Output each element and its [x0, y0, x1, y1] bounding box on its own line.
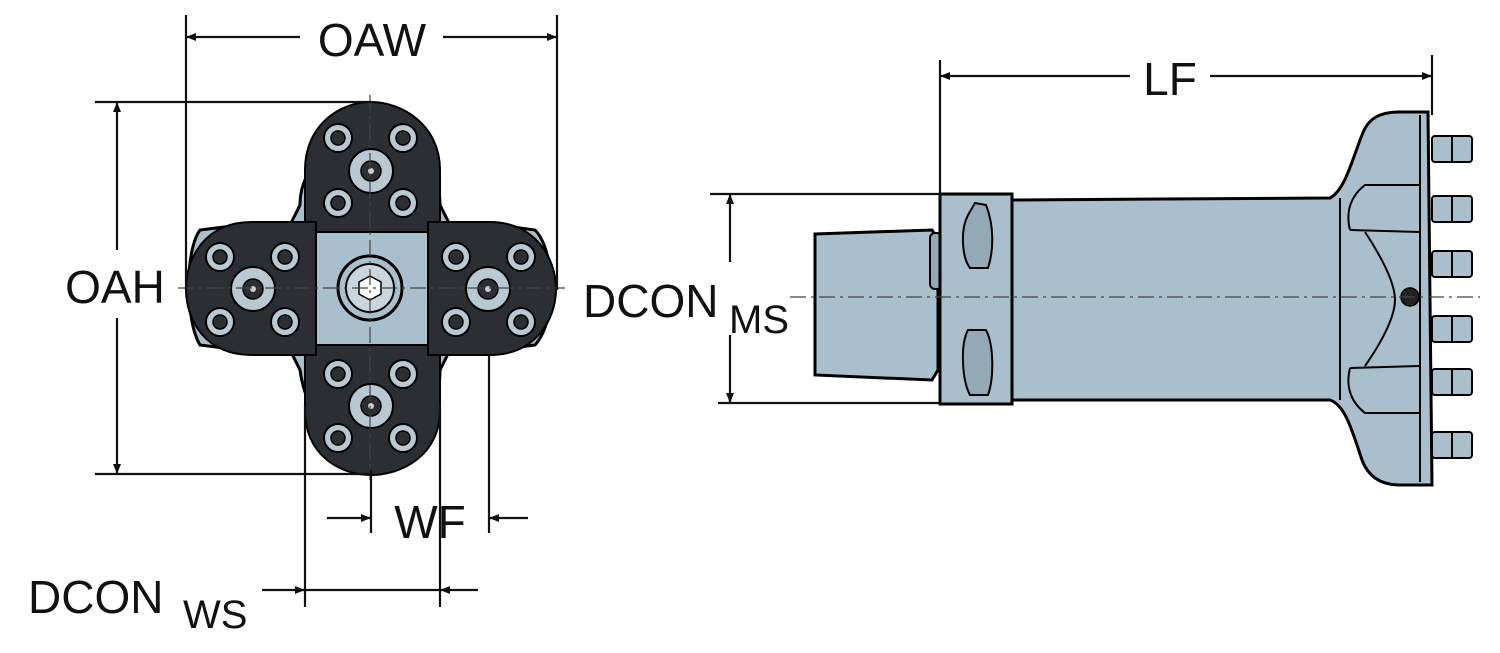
face-bolts — [1431, 135, 1473, 459]
cutter-body-side — [1010, 110, 1434, 487]
dcon-ws-subscript: WS — [183, 593, 247, 637]
lf-label: LF — [1143, 53, 1197, 105]
side-view: LF DCON MS — [583, 53, 1480, 487]
dcon-ms-label: DCON — [583, 275, 718, 327]
oaw-label: OAW — [318, 14, 427, 66]
oah-label: OAH — [65, 261, 165, 313]
shank — [813, 228, 940, 382]
dcon-ms-subscript: MS — [729, 298, 789, 342]
insert-top — [304, 100, 441, 233]
dcon-ws-label: DCON — [28, 571, 163, 623]
wf-label: WF — [394, 496, 466, 548]
front-view: OAW OAH WF DCON WS — [28, 14, 565, 637]
insert-bottom — [304, 344, 441, 477]
